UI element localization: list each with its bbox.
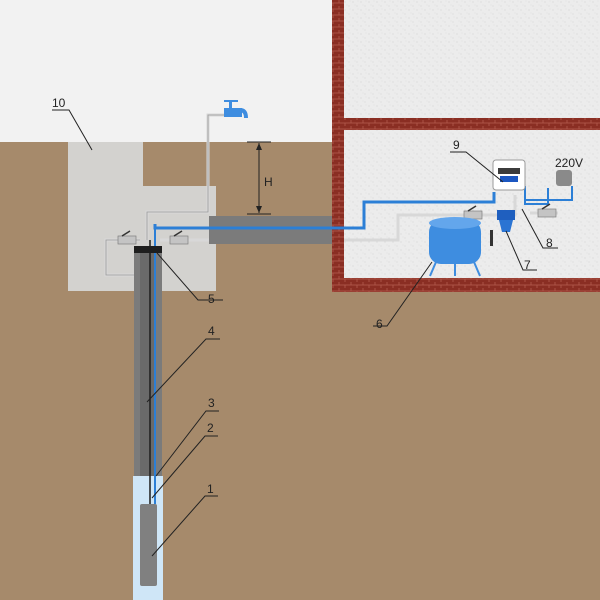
callout-filter: 7 — [505, 230, 537, 272]
power-outlet — [556, 170, 572, 186]
callout-casing-number: 4 — [208, 324, 215, 338]
callout-pump: 1 — [151, 482, 218, 557]
callout-safety-cable: 2 — [151, 421, 218, 499]
power-label: 220V — [555, 156, 583, 170]
callout-well-head-number: 5 — [208, 292, 215, 306]
callout-hose: 3 — [155, 396, 219, 477]
callout-filter-number: 7 — [524, 258, 531, 272]
outdoor-faucet — [224, 100, 248, 119]
callout-pump-number: 1 — [207, 482, 214, 496]
submersible-pump — [140, 504, 157, 586]
depth-label: H — [264, 175, 273, 189]
valve-caisson-right — [169, 230, 189, 245]
callout-pressure-switch-number: 8 — [546, 236, 553, 250]
valve-basement-right — [537, 203, 557, 218]
house-brick-bottom — [332, 278, 600, 292]
control-box — [492, 159, 526, 191]
callout-well-head: 5 — [156, 252, 223, 306]
depth-dimension: H — [247, 141, 273, 215]
callout-casing: 4 — [146, 324, 220, 403]
well-casing-inner — [140, 252, 156, 476]
house-upper-wall — [332, 0, 600, 130]
callout-tank: 6 — [373, 261, 433, 331]
callout-tank-number: 6 — [376, 317, 383, 331]
expansion-tank — [429, 217, 493, 277]
house-brick-floor — [332, 118, 600, 130]
filter — [497, 210, 515, 232]
valve-caisson-left — [117, 230, 137, 245]
well-head — [134, 246, 162, 253]
blue-supply-pipe — [153, 192, 496, 230]
callout-caisson-number: 10 — [52, 96, 66, 110]
callout-caisson: 10 — [52, 96, 93, 151]
callout-control-box: 9 — [450, 138, 504, 183]
callout-pressure-switch: 8 — [521, 208, 558, 250]
callout-control-box-number: 9 — [453, 138, 460, 152]
power-line — [524, 186, 573, 201]
trench-pipe-casing — [209, 216, 332, 244]
callout-hose-number: 3 — [208, 396, 215, 410]
callout-safety-cable-number: 2 — [207, 421, 214, 435]
house-brick-left — [332, 0, 344, 292]
